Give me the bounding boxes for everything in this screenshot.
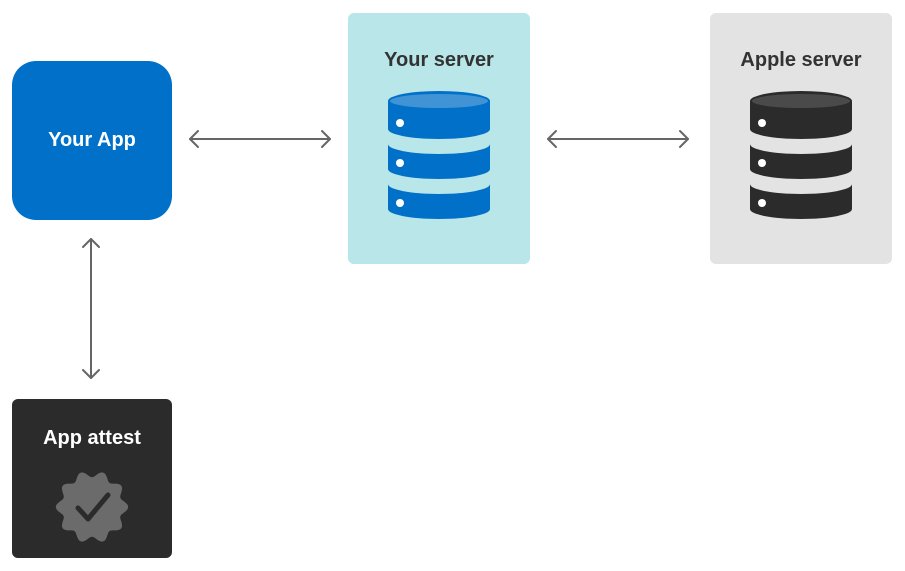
database-icon — [388, 91, 490, 219]
your-server-node: Your server — [348, 13, 530, 264]
database-icon — [750, 91, 852, 219]
apple-server-node: Apple server — [710, 13, 892, 264]
your-app-node: Your App — [12, 61, 172, 220]
your-app-label: Your App — [48, 129, 136, 151]
apple-server-label: Apple server — [740, 49, 862, 71]
your-server-label: Your server — [384, 49, 494, 71]
verified-badge-icon — [55, 472, 129, 542]
arrow-app-to-app-attest — [82, 238, 100, 379]
app-attest-node: App attest — [12, 399, 172, 558]
arrow-app-to-your-server — [189, 130, 331, 148]
arrow-your-server-to-apple-server — [547, 130, 689, 148]
app-attest-label: App attest — [43, 427, 141, 449]
